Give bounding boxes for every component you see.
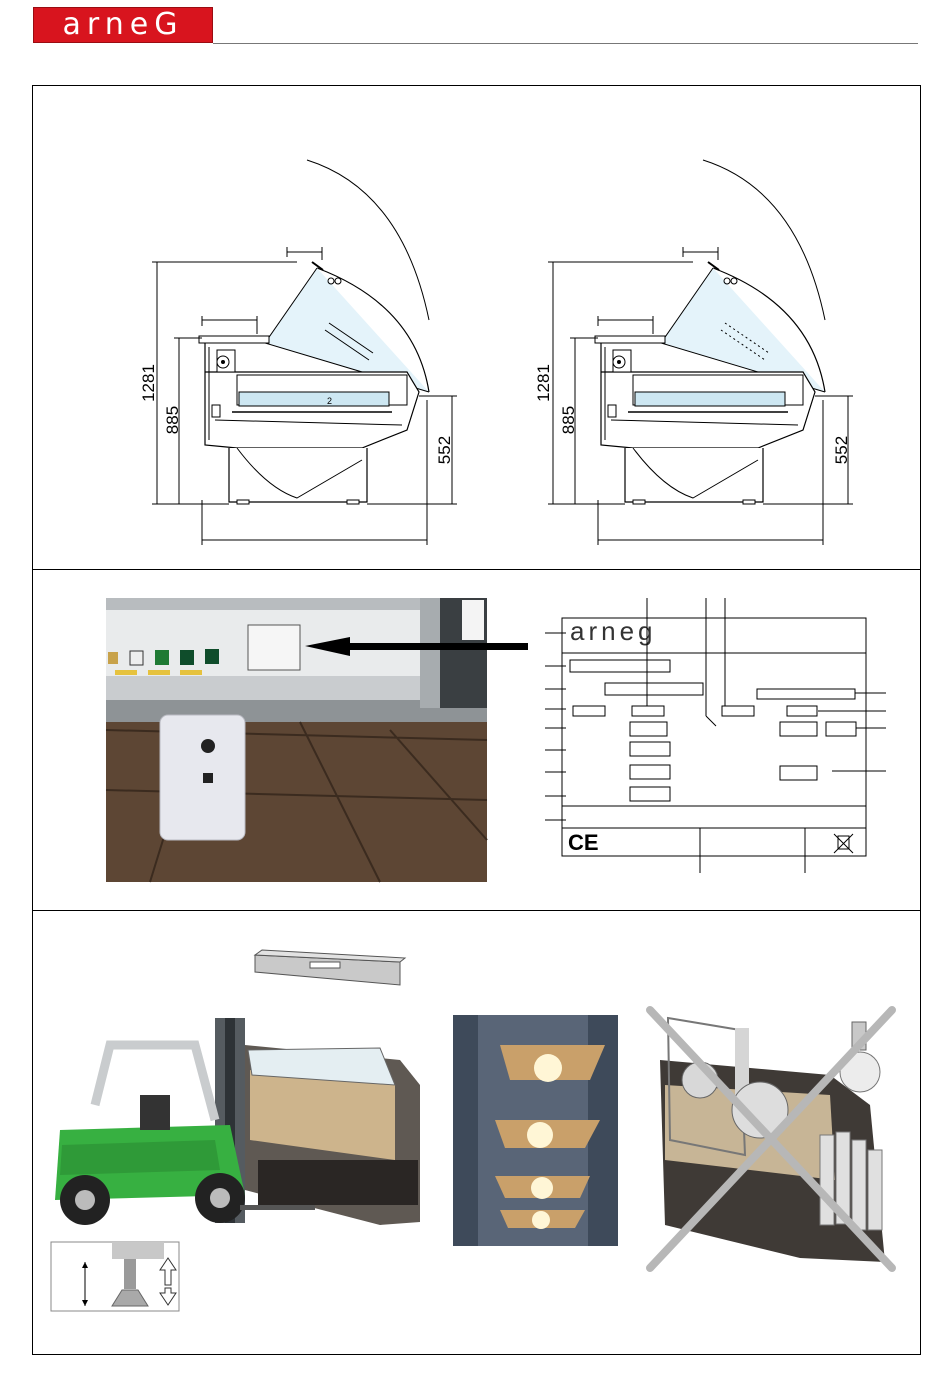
adjustable-foot-diagram — [51, 1242, 179, 1311]
dim-552-left: 552 — [435, 436, 454, 464]
dimension-drawings: 2 1281 885 552 1281 885 552 — [0, 0, 950, 569]
plate-location-photo — [106, 598, 528, 882]
dim-885-left: 885 — [163, 406, 182, 434]
dim-885-right: 885 — [559, 406, 578, 434]
ce-mark: CE — [568, 830, 599, 855]
rating-plate-diagram: arneg CE — [545, 598, 886, 873]
handling-section — [0, 910, 950, 1355]
canopy-lights-photo — [453, 1015, 618, 1246]
svg-text:2: 2 — [327, 396, 332, 406]
plate-brand-text: arneg — [570, 616, 657, 646]
packaging-bar — [255, 950, 405, 985]
dim-1281-left: 1281 — [139, 364, 158, 402]
forklift-photo — [55, 1018, 420, 1225]
dim-552-right: 552 — [832, 436, 851, 464]
counter-drawing-with-sign: 2 — [152, 160, 457, 545]
dim-1281-right: 1281 — [534, 364, 553, 402]
placement-warning-photo — [650, 1010, 892, 1268]
counter-drawing — [548, 160, 853, 545]
rating-plate-section: arneg CE — [0, 569, 950, 910]
